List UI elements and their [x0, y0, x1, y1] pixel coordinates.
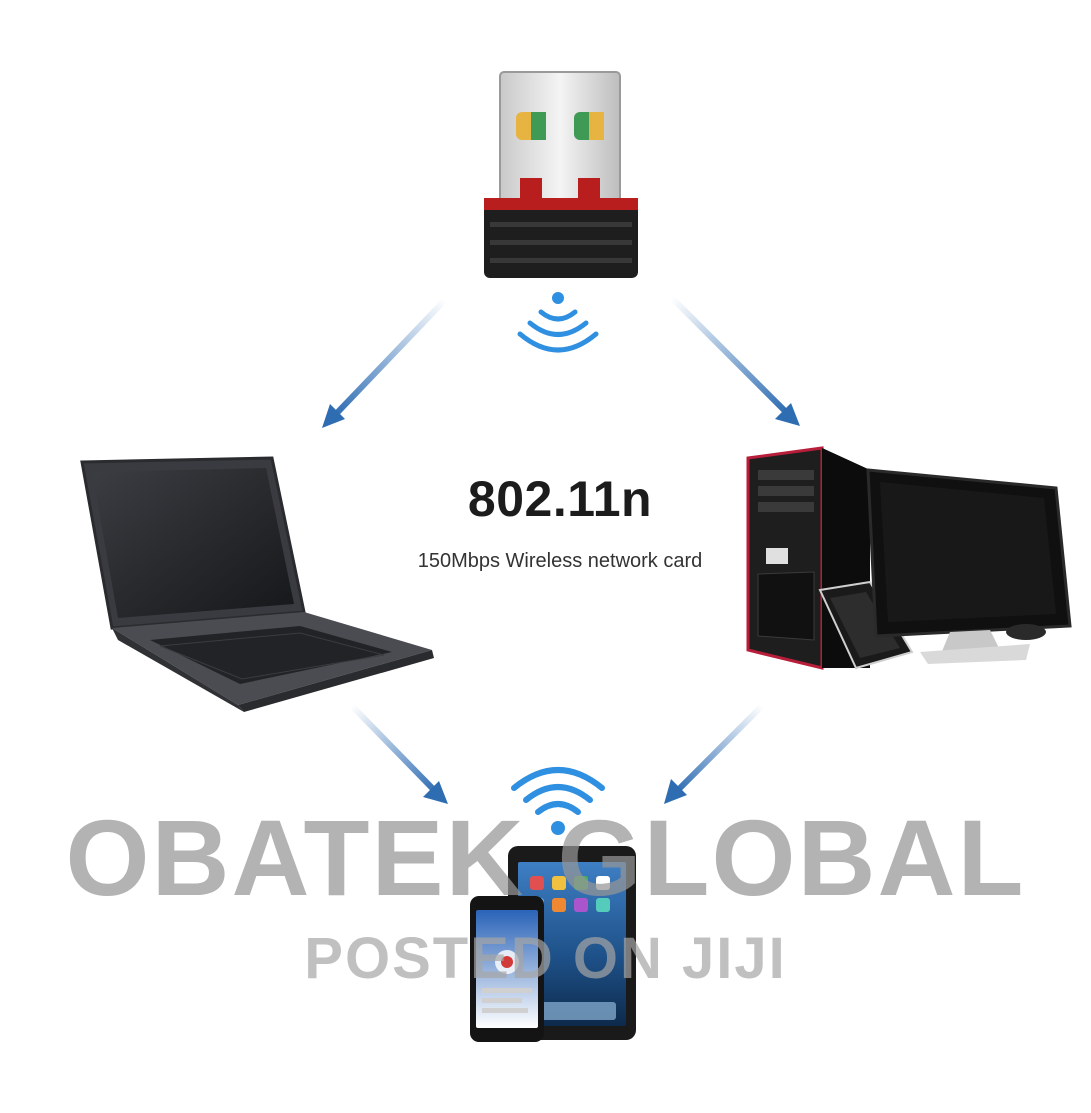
desktop-monitor [866, 468, 1072, 664]
watermark-source: POSTED ON JIJI [304, 926, 787, 991]
arrow-to-desktop [669, 295, 800, 426]
product-description: 150Mbps Wireless network card [417, 550, 703, 572]
arrow-laptop-to-mobile [349, 703, 448, 804]
watermark-brand: OBATEK GLOBAL [65, 797, 1026, 918]
usb-wifi-adapter [484, 71, 638, 278]
desktop-keyboard [818, 580, 914, 670]
standard-title: 802.11n [467, 471, 653, 527]
arrow-desktop-to-mobile [664, 703, 765, 804]
wifi-signal-icon [517, 292, 599, 353]
laptop [80, 456, 434, 712]
arrow-to-laptop [322, 297, 448, 428]
phone [470, 896, 544, 1042]
wifi-signal-icon [511, 767, 605, 835]
